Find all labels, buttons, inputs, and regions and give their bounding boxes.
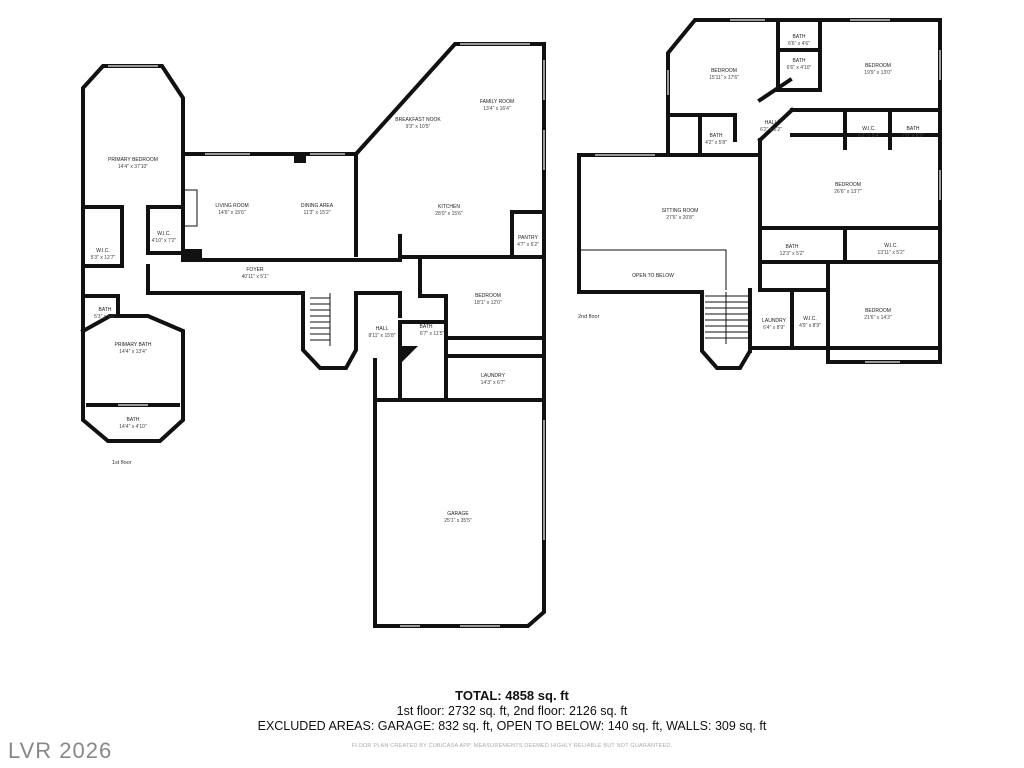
room-name: PRIMARY BEDROOM [108, 157, 158, 163]
room-name: BEDROOM [711, 68, 737, 74]
stair-under-block [402, 346, 418, 362]
room-dim: 14'6" x 15'6" [218, 210, 246, 216]
first-floor-walls [80, 42, 546, 628]
room-dim: 21'6" x 14'3" [864, 315, 892, 321]
room-dim: 11'3" x 15'2" [303, 210, 330, 216]
hall-diag [757, 107, 795, 143]
room-dim: 6'4" x 8'9" [763, 325, 785, 331]
fireplace-chimney [294, 155, 306, 163]
fixture-block [184, 249, 202, 259]
room-name: KITCHEN [438, 204, 460, 210]
room-dim: 4'7" x 6'2" [517, 242, 539, 248]
hall-wall [354, 291, 402, 318]
first-floor-stairs [310, 293, 331, 346]
room-labels: PRIMARY BEDROOM 14'4" x 37'10" W.I.C. 5'… [91, 34, 924, 524]
room-name: FAMILY ROOM [480, 99, 514, 105]
room-name: LAUNDRY [762, 318, 786, 324]
room-name: LAUNDRY [481, 373, 505, 379]
room-name: GARAGE [447, 511, 469, 517]
primary-wing-outline [80, 64, 185, 443]
floor-areas: 1st floor: 2732 sq. ft, 2nd floor: 2126 … [396, 704, 628, 718]
room-dim: 15'11" x 17'6" [709, 75, 739, 81]
room-dim: 9'3" x 10'5" [406, 124, 431, 130]
room-name: W.I.C. [884, 243, 898, 249]
room-dim: 4'2" x 5'8" [705, 140, 727, 146]
room-dim: 13'11" x 5'2" [877, 250, 904, 256]
room-dim: 4'9" x 8'9" [799, 323, 821, 329]
room-name: LIVING ROOM [215, 203, 248, 209]
garage-outline [373, 358, 546, 628]
bedroom-wall [418, 258, 546, 358]
room-dim: 14'4" x 13'4" [119, 349, 147, 355]
room-name: W.I.C. [862, 126, 876, 132]
room-dim: 14'4" x 37'10" [118, 164, 148, 170]
room-name: W.I.C. [96, 248, 110, 254]
watermark: LVR 2026 [8, 738, 113, 763]
room-dim: 8'11" x 15'8" [368, 333, 395, 339]
room-dim: 13'4" x 16'4" [483, 106, 511, 112]
room-dim: 6'6" x 4'6" [788, 41, 810, 47]
floor-label: 1st floor [112, 460, 132, 466]
room-name: W.I.C. [157, 231, 171, 237]
room-name: BATH [793, 58, 806, 64]
room-dim: 6'2" x 5'4" [858, 133, 880, 139]
room-dim: 28'0" x 15'6" [435, 211, 463, 217]
upper-outline [666, 18, 942, 364]
room-name: PRIMARY BATH [115, 342, 152, 348]
second-floor-walls [577, 18, 942, 370]
room-dim: 12'3" x 5'2" [780, 251, 805, 257]
room-dim: 5'3" x 5'0" [94, 314, 116, 320]
room-dim: 7'0" x 5'8" [902, 133, 924, 139]
room-name: BATH [786, 244, 799, 250]
total-area: TOTAL: 4858 sq. ft [455, 688, 569, 703]
room-dim: 25'1" x 35'5" [444, 518, 472, 524]
room-dim: 4'10" x 7'2" [152, 238, 177, 244]
room-name: OPEN TO BELOW [632, 273, 674, 279]
hall-diag [757, 77, 793, 103]
room-name: BREAKFAST NOOK [395, 117, 441, 123]
room-dim: 6'6" x 4'10" [787, 65, 812, 71]
room-dim: 14'4" x 4'10" [119, 424, 147, 430]
fireplace [182, 189, 198, 227]
room-name: BEDROOM [475, 293, 501, 299]
room-dim: 14'3" x 6'7" [481, 380, 506, 386]
room-dim: 6'7" x 11'5" [420, 331, 444, 337]
pantry-wall [510, 210, 546, 259]
room-name: BEDROOM [865, 308, 891, 314]
room-name: BATH [127, 417, 140, 423]
floor-label: 2nd floor [578, 314, 600, 320]
room-dim: 27'6" x 20'8" [666, 215, 694, 221]
room-name: PANTRY [518, 235, 538, 241]
room-name: BATH [710, 133, 723, 139]
room-name: BATH [99, 307, 112, 313]
disclaimer: FLOOR PLAN CREATED BY CUBICASA APP. MEAS… [351, 743, 673, 749]
room-name: BATH [420, 324, 433, 330]
room-dim: 40'11" x 5'1" [241, 274, 268, 280]
stair-bay [301, 291, 358, 370]
room-dim: 26'6" x 13'7" [834, 189, 862, 195]
room-name: BATH [907, 126, 920, 132]
room-name: HALL [765, 120, 778, 126]
room-name: DINING AREA [301, 203, 334, 209]
room-dim: 19'9" x 13'0" [864, 70, 892, 76]
bath-hall-wall [398, 320, 448, 402]
room-dim: 5'3" x 12'7" [91, 255, 116, 261]
room-name: W.I.C. [803, 316, 817, 322]
room-name: SITTING ROOM [662, 208, 699, 214]
room-name: BEDROOM [865, 63, 891, 69]
room-dim: 6'2" x 6'2" [760, 127, 782, 133]
room-name: FOYER [246, 267, 264, 273]
kitchen-outline [353, 42, 546, 402]
room-name: BEDROOM [835, 182, 861, 188]
room-dim: 18'1" x 12'0" [474, 300, 502, 306]
room-name: BATH [793, 34, 806, 40]
second-floor-stairs [705, 292, 748, 344]
room-name: HALL [376, 326, 389, 332]
open-to-below-outline [581, 249, 727, 290]
excluded-areas: EXCLUDED AREAS: GARAGE: 832 sq. ft, OPEN… [257, 719, 767, 733]
